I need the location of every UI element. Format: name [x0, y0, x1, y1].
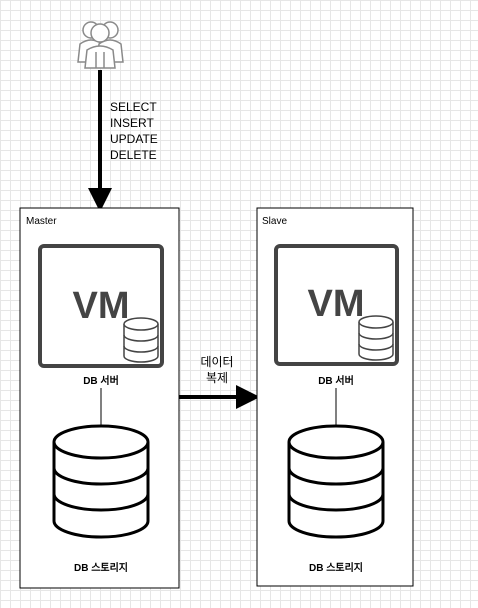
query-update: UPDATE [110, 132, 158, 146]
slave-container: Slave VM DB 서버 DB 스토리지 [256, 207, 414, 587]
database-cylinder-icon [287, 424, 385, 539]
query-insert: INSERT [110, 116, 154, 130]
master-server-label: DB 서버 [83, 374, 119, 387]
database-icon [123, 317, 159, 363]
query-delete: DELETE [110, 148, 157, 162]
replication-label-line2: 복제 [206, 371, 228, 385]
master-container: Master VM DB 서버 DB 스토리지 [19, 207, 180, 589]
master-vm-label: VM [73, 285, 130, 327]
master-label: Master [26, 216, 57, 227]
database-cylinder-icon [52, 424, 150, 539]
replication-label-line1: 데이터 [200, 355, 233, 369]
slave-storage-label: DB 스토리지 [309, 561, 363, 574]
slave-vm-label: VM [308, 283, 365, 325]
master-vm-box: VM [38, 244, 164, 368]
slave-label: Slave [262, 216, 287, 227]
master-storage-label: DB 스토리지 [74, 561, 128, 574]
query-select: SELECT [110, 100, 157, 114]
database-icon [358, 315, 394, 361]
slave-vm-box: VM [274, 244, 399, 366]
user-group-icon [77, 21, 124, 69]
slave-server-label: DB 서버 [318, 374, 354, 387]
